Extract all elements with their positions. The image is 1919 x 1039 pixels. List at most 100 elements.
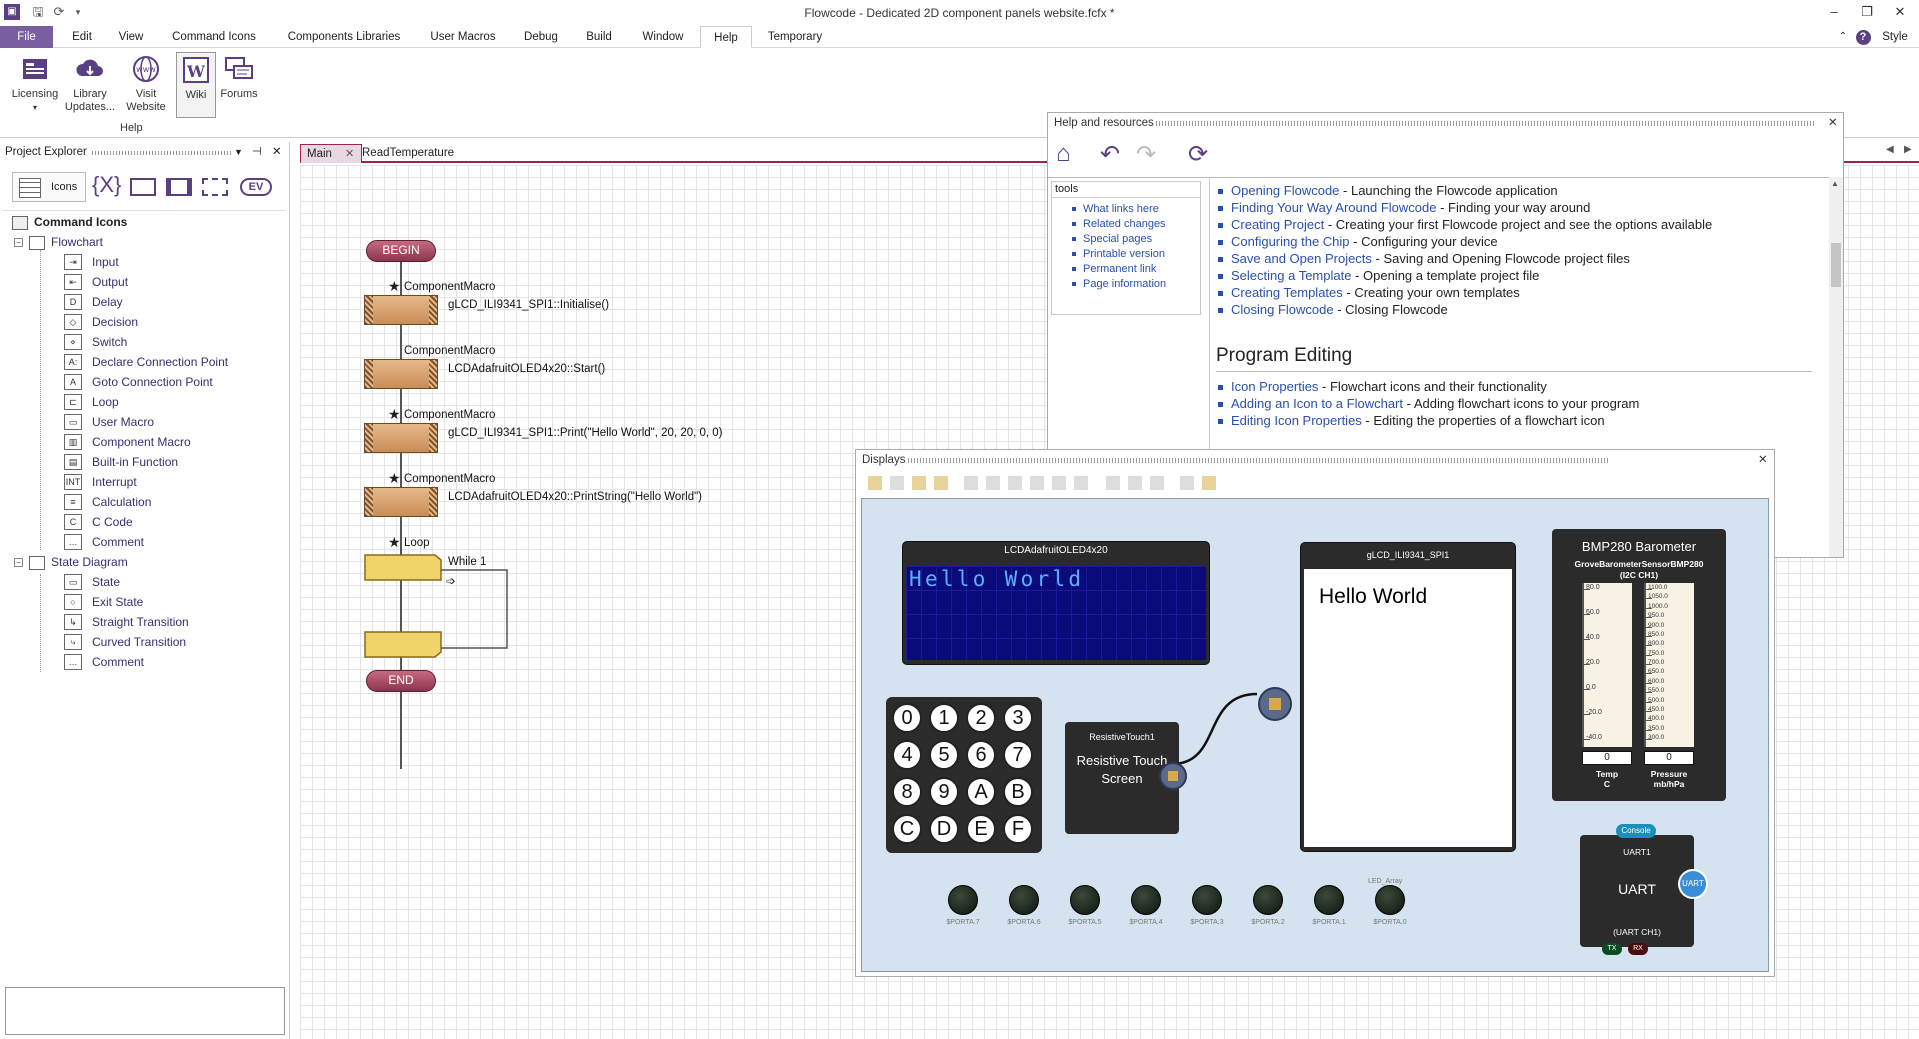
component-macro-icon[interactable] bbox=[364, 487, 438, 517]
led[interactable] bbox=[1253, 885, 1283, 915]
keypad-key[interactable]: 4 bbox=[892, 740, 922, 770]
keypad-key[interactable]: 7 bbox=[1003, 740, 1033, 770]
help-link[interactable]: Creating Templates bbox=[1231, 285, 1343, 300]
collapse-ribbon-icon[interactable]: ⌃ bbox=[1838, 31, 1848, 42]
component-macro-tab-icon[interactable] bbox=[166, 178, 192, 196]
led[interactable] bbox=[1070, 885, 1100, 915]
visit-website-button[interactable]: www Visit Website bbox=[124, 54, 168, 114]
led[interactable] bbox=[948, 885, 978, 915]
back-icon[interactable]: ↶ bbox=[1100, 141, 1121, 168]
led[interactable] bbox=[1192, 885, 1222, 915]
style-menu[interactable]: Style bbox=[1882, 31, 1908, 43]
tree-group-flowchart[interactable]: −Flowchart bbox=[14, 232, 103, 252]
keypad-key[interactable]: 9 bbox=[929, 777, 959, 807]
console-badge[interactable]: Console bbox=[1616, 824, 1656, 838]
touch-api-icon[interactable] bbox=[1159, 762, 1187, 790]
tools-link[interactable]: Permanent link bbox=[1072, 263, 1156, 275]
menu-build[interactable]: Build bbox=[586, 31, 612, 43]
menu-components-libraries[interactable]: Components Libraries bbox=[287, 31, 401, 43]
uart-component[interactable]: UART1 UART (UART CH1) bbox=[1580, 835, 1694, 947]
led[interactable] bbox=[1131, 885, 1161, 915]
keypad-key[interactable]: 6 bbox=[966, 740, 996, 770]
led[interactable] bbox=[1314, 885, 1344, 915]
menu-edit[interactable]: Edit bbox=[72, 31, 92, 43]
help-scrollbar[interactable]: ▲ bbox=[1829, 177, 1843, 557]
led[interactable] bbox=[1009, 885, 1039, 915]
help-link[interactable]: Save and Open Projects bbox=[1231, 251, 1372, 266]
close-help-icon[interactable]: ✕ bbox=[1828, 117, 1838, 129]
help-link[interactable]: Finding Your Way Around Flowcode bbox=[1231, 200, 1437, 215]
menu-file[interactable]: File bbox=[0, 26, 53, 48]
component-stage[interactable]: LCDAdafruitOLED4x20 Hello World gLCD_ILI… bbox=[861, 498, 1769, 972]
tab-icons[interactable]: Icons bbox=[12, 172, 86, 202]
glcd-component[interactable]: gLCD_ILI9341_SPI1 Hello World bbox=[1300, 542, 1516, 852]
keypad-key[interactable]: B bbox=[1003, 777, 1033, 807]
keypad-key[interactable]: 0 bbox=[892, 703, 922, 733]
keypad-key[interactable]: C bbox=[892, 814, 922, 844]
close-displays-icon[interactable]: ✕ bbox=[1758, 454, 1768, 466]
ports-icon[interactable] bbox=[202, 178, 228, 196]
tools-link[interactable]: Special pages bbox=[1072, 233, 1152, 245]
help-link[interactable]: Configuring the Chip bbox=[1231, 234, 1350, 249]
keypad-key[interactable]: D bbox=[929, 814, 959, 844]
menu-window[interactable]: Window bbox=[642, 31, 684, 43]
help-link[interactable]: Adding an Icon to a Flowchart bbox=[1231, 396, 1403, 411]
close-tab-icon[interactable]: ✕ bbox=[345, 148, 355, 160]
wiki-button[interactable]: W Wiki bbox=[176, 52, 216, 118]
help-link[interactable]: Icon Properties bbox=[1231, 379, 1319, 394]
tab-scroll-right-icon[interactable]: ▶ bbox=[1904, 144, 1912, 155]
macro-icon[interactable] bbox=[130, 178, 156, 196]
tab-main[interactable]: Main ✕ bbox=[300, 144, 362, 163]
loop-icon[interactable] bbox=[362, 550, 512, 660]
close-panel-icon[interactable]: ✕ bbox=[272, 146, 282, 158]
menu-command-icons[interactable]: Command Icons bbox=[172, 31, 256, 43]
help-link[interactable]: Opening Flowcode bbox=[1231, 183, 1340, 198]
variables-icon[interactable]: {X} bbox=[92, 172, 122, 197]
tools-link[interactable]: What links here bbox=[1072, 203, 1159, 215]
menu-view[interactable]: View bbox=[118, 31, 144, 43]
help-circle-icon[interactable]: ? bbox=[1854, 26, 1872, 48]
tab-scroll-left-icon[interactable]: ◀ bbox=[1886, 144, 1894, 155]
keypad-key[interactable]: 3 bbox=[1003, 703, 1033, 733]
led[interactable] bbox=[1375, 885, 1405, 915]
restore-button[interactable]: ❐ bbox=[1861, 4, 1873, 19]
keypad-key[interactable]: 1 bbox=[929, 703, 959, 733]
minimize-button[interactable]: – bbox=[1830, 4, 1838, 19]
help-link[interactable]: Selecting a Template bbox=[1231, 268, 1352, 283]
quick-access-dropdown-icon[interactable]: ▾ bbox=[75, 7, 81, 17]
help-link[interactable]: Closing Flowcode bbox=[1231, 302, 1334, 317]
keypad-key[interactable]: F bbox=[1003, 814, 1033, 844]
glcd-api-icon[interactable] bbox=[1258, 687, 1292, 721]
licensing-button[interactable]: Licensing▾ bbox=[8, 54, 62, 114]
menu-help[interactable]: Help bbox=[700, 26, 752, 48]
component-macro-icon[interactable] bbox=[364, 423, 438, 453]
tools-link[interactable]: Printable version bbox=[1072, 248, 1165, 260]
pin-icon[interactable]: ⊣ bbox=[252, 146, 263, 158]
tree-group-state-diagram[interactable]: −State Diagram bbox=[14, 552, 128, 572]
oled-display-component[interactable]: LCDAdafruitOLED4x20 Hello World bbox=[902, 541, 1210, 665]
forums-button[interactable]: Forums bbox=[218, 54, 260, 101]
tab-read-temperature[interactable]: ReadTemperature bbox=[362, 147, 455, 159]
barometer-component[interactable]: BMP280 Barometer GroveBarometerSensorBMP… bbox=[1552, 529, 1726, 801]
tools-link[interactable]: Related changes bbox=[1072, 218, 1166, 230]
events-icon[interactable]: EV bbox=[240, 178, 272, 196]
close-window-button[interactable]: ✕ bbox=[1894, 4, 1906, 19]
end-terminal[interactable]: END bbox=[366, 670, 436, 692]
menu-temporary[interactable]: Temporary bbox=[767, 31, 823, 43]
tools-link[interactable]: Page information bbox=[1072, 278, 1166, 290]
keypad-key[interactable]: 8 bbox=[892, 777, 922, 807]
home-icon[interactable]: ⌂ bbox=[1056, 140, 1071, 167]
keypad-key[interactable]: 5 bbox=[929, 740, 959, 770]
save-icon[interactable]: 🖫 bbox=[32, 4, 44, 19]
panel-menu-icon[interactable]: ▼ bbox=[234, 147, 243, 157]
tree-root-command-icons[interactable]: Command Icons bbox=[12, 212, 127, 232]
uart-api-icon[interactable]: UART API bbox=[1678, 869, 1708, 899]
keypad-key[interactable]: E bbox=[966, 814, 996, 844]
reload-icon[interactable]: ⟳ bbox=[1188, 141, 1209, 168]
begin-terminal[interactable]: BEGIN bbox=[366, 240, 436, 262]
library-updates-button[interactable]: Library Updates... bbox=[64, 54, 116, 114]
component-macro-icon[interactable] bbox=[364, 295, 438, 325]
keypad-key[interactable]: A bbox=[966, 777, 996, 807]
keypad-key[interactable]: 2 bbox=[966, 703, 996, 733]
